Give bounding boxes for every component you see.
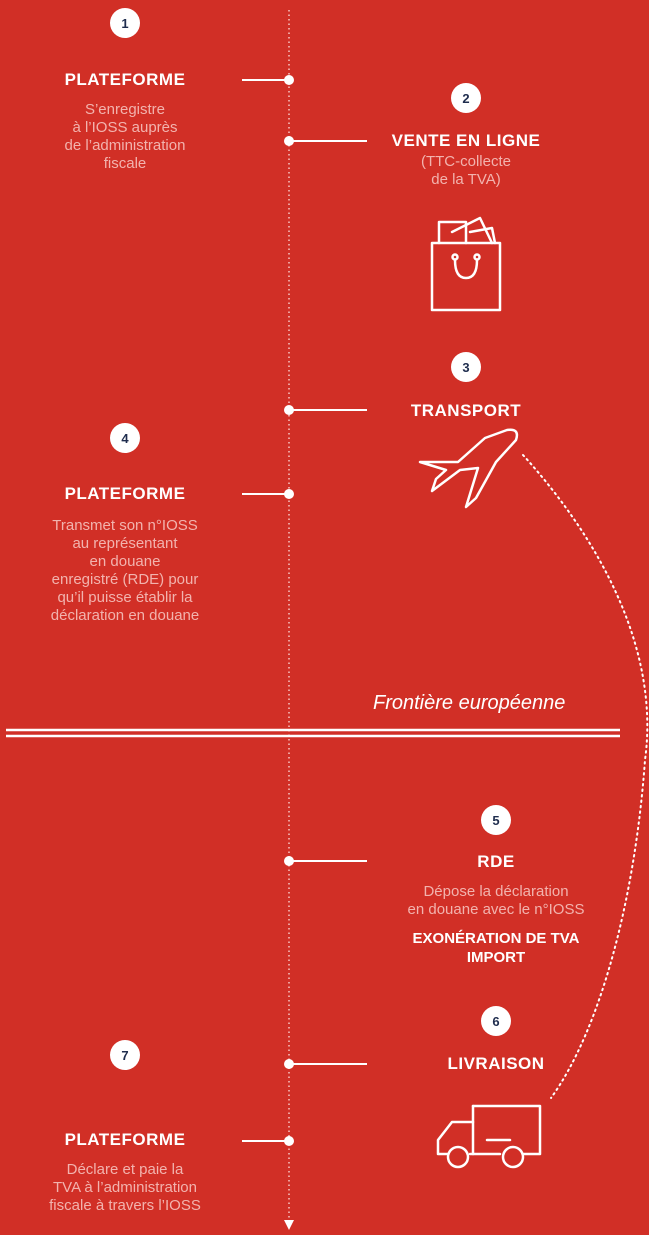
step-title-3: TRANSPORT	[410, 401, 522, 420]
step-description-7: Déclare et paie la TVA à l’administratio…	[49, 1161, 201, 1214]
connector-step-1	[242, 75, 294, 85]
delivery-truck-icon	[436, 1104, 542, 1169]
european-border-label: Frontière européenne	[373, 692, 566, 714]
step-badge-2: 2	[451, 83, 481, 113]
shopping-bag-icon	[430, 216, 502, 312]
border-double-line	[6, 728, 620, 738]
connector-step-2	[284, 136, 367, 146]
timeline-arrowhead	[284, 1220, 294, 1230]
step-badge-5: 5	[481, 805, 511, 835]
connector-step-7	[242, 1136, 294, 1146]
step-badge-1: 1	[110, 8, 140, 38]
shipping-route-path	[522, 454, 649, 1099]
step-description-5: Dépose la déclaration en douane avec le …	[407, 883, 585, 918]
step-note-5: EXONÉRATION DE TVA IMPORT	[412, 930, 580, 966]
airplane-icon	[418, 428, 519, 509]
step-title-1: PLATEFORME	[64, 70, 186, 89]
step-badge-3: 3	[451, 352, 481, 382]
connector-step-5	[284, 856, 367, 866]
step-badge-4: 4	[110, 423, 140, 453]
step-description-2: (TTC-collecte de la TVA)	[420, 153, 511, 188]
step-title-5: RDE	[477, 852, 515, 871]
step-title-4: PLATEFORME	[64, 484, 186, 503]
step-title-6: LIVRAISON	[447, 1054, 545, 1073]
step-description-1: S’enregistre à l’IOSS auprès de l’admini…	[64, 101, 186, 172]
step-badge-6: 6	[481, 1006, 511, 1036]
connector-step-6	[284, 1059, 367, 1069]
connector-step-3	[284, 405, 367, 415]
step-title-7: PLATEFORME	[64, 1130, 186, 1149]
step-badge-7: 7	[110, 1040, 140, 1070]
step-title-2: VENTE EN LIGNE	[391, 131, 541, 150]
step-description-4: Transmet son n°IOSS au représentant en d…	[50, 517, 200, 624]
connector-step-4	[242, 489, 294, 499]
